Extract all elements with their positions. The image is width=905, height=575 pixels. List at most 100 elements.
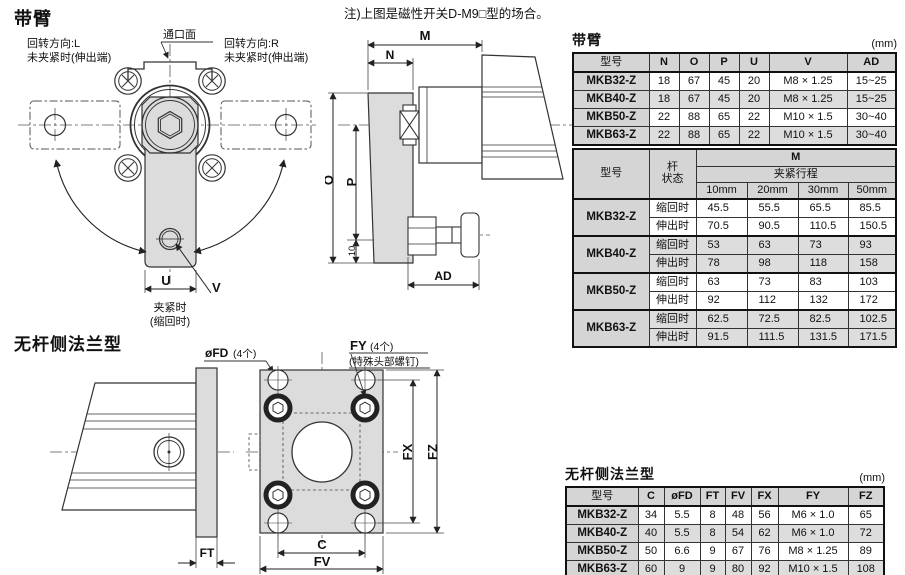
fd-label: øFD [205,346,229,360]
rotation-r-label: 回转方向:R [224,36,279,50]
rotation-l-label: 回转方向:L [27,36,80,50]
col-header: FV [724,486,752,507]
col-header: P [708,52,740,73]
flange-section-heading: 无杆侧法兰型 [14,335,122,354]
dim-c-label: C [317,537,327,552]
hub-chamfered-square [141,96,199,154]
arm-hole [156,227,184,251]
dim-fv-label: FV [314,554,331,569]
cylinder-body [481,54,564,180]
flange-table-unit: (mm) [859,472,885,484]
col-header: 10mm [695,182,748,200]
fy-label: FY [350,340,367,353]
rod-flange [418,86,483,164]
body-top-profile [127,61,213,80]
cylinder-side-view [61,382,197,511]
unclamped-l-label: 未夹紧时(伸出端) [27,50,111,64]
col-header: FT [699,486,726,507]
col-header: FY [777,486,849,507]
dim-n-label: N [386,48,395,62]
clamp-bolt [407,212,480,258]
hub-rings-and-hex [141,96,199,154]
clamp-arm [144,127,197,268]
col-header: 20mm [746,182,799,200]
auto-switch-note: 注)上图是磁性开关D-M9□型的场合。 [344,7,549,21]
col-header: FX [750,486,779,507]
col-header-model: 型号 [572,148,650,200]
dim-fz-label: FZ [425,444,440,460]
col-header: 型号 [572,52,650,73]
col-header-m: M [695,148,897,167]
fy-note-label: (特殊头部螺钉) [349,355,419,368]
phantom-arm-bars [29,100,312,150]
col-header-stroke: 夹紧行程 [695,166,897,183]
col-header: øFD [663,486,701,507]
dim-ft-label: FT [200,546,215,560]
fd-callout: øFD (4个) [204,346,274,373]
dim-c: C [277,534,366,558]
dim-ad: AD [407,257,480,290]
dim-fx-label: FX [400,443,415,460]
dim-ad-label: AD [434,269,452,283]
rotation-arc-arrows [53,159,287,255]
flange-views-drawing: FT øFD (4个) FY (4个) [50,340,444,574]
dim-fx: FX [378,379,420,524]
col-header: V [768,52,848,73]
unclamped-r-label: 未夹紧时(伸出端) [224,50,308,64]
col-header-rod-state: 杆状态 [648,148,697,200]
dim-o: O [325,92,374,264]
stroke-table-section: 型号 杆状态 M 夹紧行程 10mm 20mm 30mm 50mm MKB32-… [572,148,897,348]
hidden-body-outline [248,412,361,491]
clamped-label-1: 夹紧时 [154,301,187,314]
fy-callout: FY (4个) (特殊头部螺钉) [349,340,430,397]
flange-plate-side [195,367,218,538]
arm-front-view-drawing: U V 通口面 回转方向:L 未夹紧时(伸出端) 回转方向:R 未夹紧时(伸出端… [18,28,316,328]
dim-v: V [175,243,221,295]
col-header: O [678,52,710,73]
col-header: 型号 [565,486,639,507]
dim-n: N [367,48,414,90]
dim-m-label: M [420,28,431,43]
dim-p: P [344,124,374,241]
fy-qty-label: (4个) [370,341,393,353]
col-header: AD [846,52,897,73]
dim-u: U [144,270,197,293]
bar-holes [43,113,298,137]
dim-fv: FV [259,536,384,574]
port-face-callout: 通口面 [160,28,213,59]
arm-table-title: 带臂 [572,32,602,48]
fd-qty-label: (4个) [233,348,256,360]
dim-o-label: O [325,175,336,185]
flange-table-title: 无杆侧法兰型 [565,466,655,482]
clamped-label-2: (缩回时) [150,315,190,328]
col-header: U [738,52,770,73]
arm-side-view-drawing: M N O P 10 AD [325,28,574,290]
dim-p-label: P [344,177,359,186]
col-header: 50mm [847,182,897,200]
dim-10: 10 [347,239,360,264]
fd-holes [264,366,379,537]
col-header: 30mm [797,182,849,200]
dim-10-label: 10 [347,246,358,257]
dim-ft: FT [178,537,235,568]
dim-v-label: V [212,280,221,295]
arm-section-heading: 带臂 [14,9,52,29]
clamp-stroke-table: 型号 杆状态 M 夹紧行程 10mm 20mm 30mm 50mm MKB32-… [572,148,897,348]
